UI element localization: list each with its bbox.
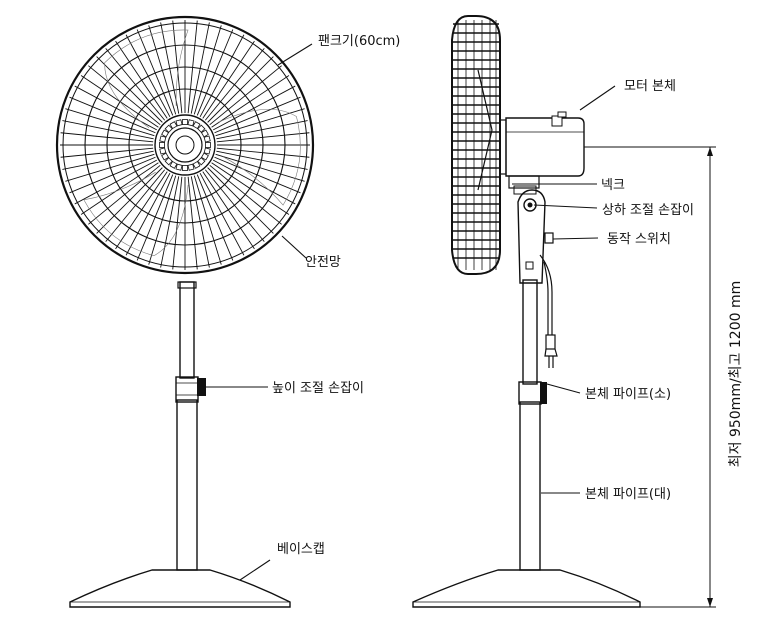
power-cord: [539, 254, 553, 335]
leader-lines: [206, 43, 616, 581]
front-base: [69, 569, 291, 608]
switch-knob: [544, 232, 554, 244]
side-pipe-small: [522, 279, 538, 385]
neck-arm: [517, 189, 546, 284]
label-motor-body: 모터 본체: [624, 79, 676, 94]
label-base-cap: 베이스캡: [277, 542, 325, 557]
label-fan-size: 팬크기(60cm): [318, 34, 400, 49]
side-height-knob: [540, 382, 547, 404]
label-height-knob: 높이 조절 손잡이: [272, 381, 364, 396]
front-pipe-large: [176, 399, 198, 571]
motor-body: [505, 117, 585, 177]
height-dimension: [584, 146, 716, 608]
label-switch: 동작 스위치: [607, 232, 671, 247]
front-clamp: [175, 376, 199, 403]
label-tilt-knob: 상하 조절 손잡이: [602, 203, 694, 218]
height-knob: [197, 378, 206, 396]
label-neck: 넥크: [601, 178, 625, 193]
front-pipe-small: [179, 281, 195, 379]
plug: [545, 334, 556, 350]
side-clamp: [518, 381, 542, 405]
side-view: [412, 15, 641, 608]
front-view: [55, 15, 315, 608]
label-pipe-small: 본체 파이프(소): [585, 387, 671, 402]
label-safety-guard: 안전망: [305, 255, 341, 270]
side-base: [412, 569, 641, 608]
side-pipe-large: [519, 401, 541, 571]
label-height-range: 최저 950mm/최고 1200 mm: [728, 281, 744, 468]
side-guard: [451, 15, 501, 275]
label-pipe-large: 본체 파이프(대): [585, 487, 671, 502]
front-hub: [154, 114, 216, 176]
